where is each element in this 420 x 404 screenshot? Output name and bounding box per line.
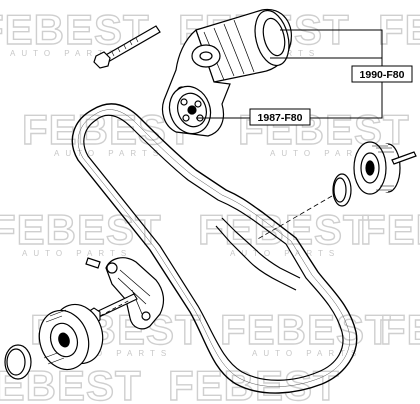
tensioner-pivot-hole bbox=[199, 51, 213, 61]
tensioner-assembly bbox=[93, 8, 292, 137]
belt-rib-line bbox=[77, 109, 351, 387]
watermark-brand: FEBEST bbox=[168, 362, 340, 404]
belt-outer-edge bbox=[71, 103, 358, 394]
watermark-brand: FEBEST bbox=[220, 306, 392, 353]
watermark-row-5: FEBEST FEBEST bbox=[0, 361, 340, 404]
tensioner-body bbox=[161, 8, 292, 137]
pulley-bolt bbox=[391, 151, 417, 165]
tensioner-bolt bbox=[93, 25, 161, 69]
belt-inner-loop-2 bbox=[215, 225, 297, 291]
watermark-row-3: FEBEST AUTO PARTS FEBEST AUTO PARTS FEBE… bbox=[0, 205, 420, 258]
idler-bracket bbox=[85, 257, 165, 330]
part-number-label: 1990-F80 bbox=[360, 69, 405, 81]
watermark-brand: FEBEST bbox=[378, 6, 420, 53]
belt-inner-edge bbox=[83, 114, 344, 381]
watermark-sub: AUTO PARTS bbox=[230, 249, 340, 258]
pulley-hub bbox=[187, 105, 197, 115]
pulley-hub bbox=[58, 332, 70, 348]
right-dust-cap bbox=[255, 173, 352, 241]
pulley-hub bbox=[365, 160, 375, 176]
pulley-grooves bbox=[372, 145, 394, 191]
watermark-sub: AUTO PARTS bbox=[252, 349, 362, 358]
watermark-sub: AUTO PARTS bbox=[270, 149, 380, 158]
watermark-brand: FEBEST bbox=[380, 306, 420, 353]
bolt-leader bbox=[99, 299, 131, 317]
watermark-brand: FEBEST bbox=[0, 206, 162, 253]
dust-cap-leader bbox=[255, 195, 333, 241]
bolt-thread bbox=[111, 37, 139, 57]
bracket-hole bbox=[106, 262, 118, 274]
left-idler-pulley bbox=[38, 303, 104, 371]
watermark-sub: AUTO PARTS bbox=[62, 349, 172, 358]
dust-cap-face bbox=[333, 177, 347, 203]
left-dust-cap bbox=[4, 344, 32, 380]
watermark-brand: FEBEST bbox=[360, 206, 420, 253]
bracket-hole bbox=[141, 311, 151, 321]
watermark-sub: AUTO PARTS bbox=[22, 249, 132, 258]
belt-inner-loop bbox=[221, 217, 301, 279]
tensioner-end-cap-inner bbox=[262, 17, 286, 57]
watermark-sub: AUTO PARTS bbox=[10, 49, 120, 58]
pulley-grooves bbox=[43, 309, 67, 365]
drive-belt bbox=[71, 103, 358, 394]
callout-tensioner-pulley: 1987-F80 bbox=[196, 108, 311, 126]
callout-box bbox=[351, 65, 413, 83]
watermark-brand: FEBEST bbox=[198, 206, 370, 253]
dust-cap-face bbox=[6, 348, 26, 376]
bracket-stud bbox=[85, 257, 101, 269]
pulley-bolt-hole bbox=[180, 98, 188, 106]
right-idler-pulley bbox=[353, 141, 417, 195]
pulley-bolt-hole bbox=[182, 114, 190, 122]
tensioner-pulley bbox=[168, 85, 212, 135]
bolt-head bbox=[93, 51, 111, 69]
callout-box bbox=[249, 108, 311, 126]
part-number-label: 1987-F80 bbox=[258, 112, 303, 124]
pulley-bolt-hole bbox=[194, 100, 202, 108]
watermark-sub: AUTO PARTS bbox=[54, 149, 164, 158]
